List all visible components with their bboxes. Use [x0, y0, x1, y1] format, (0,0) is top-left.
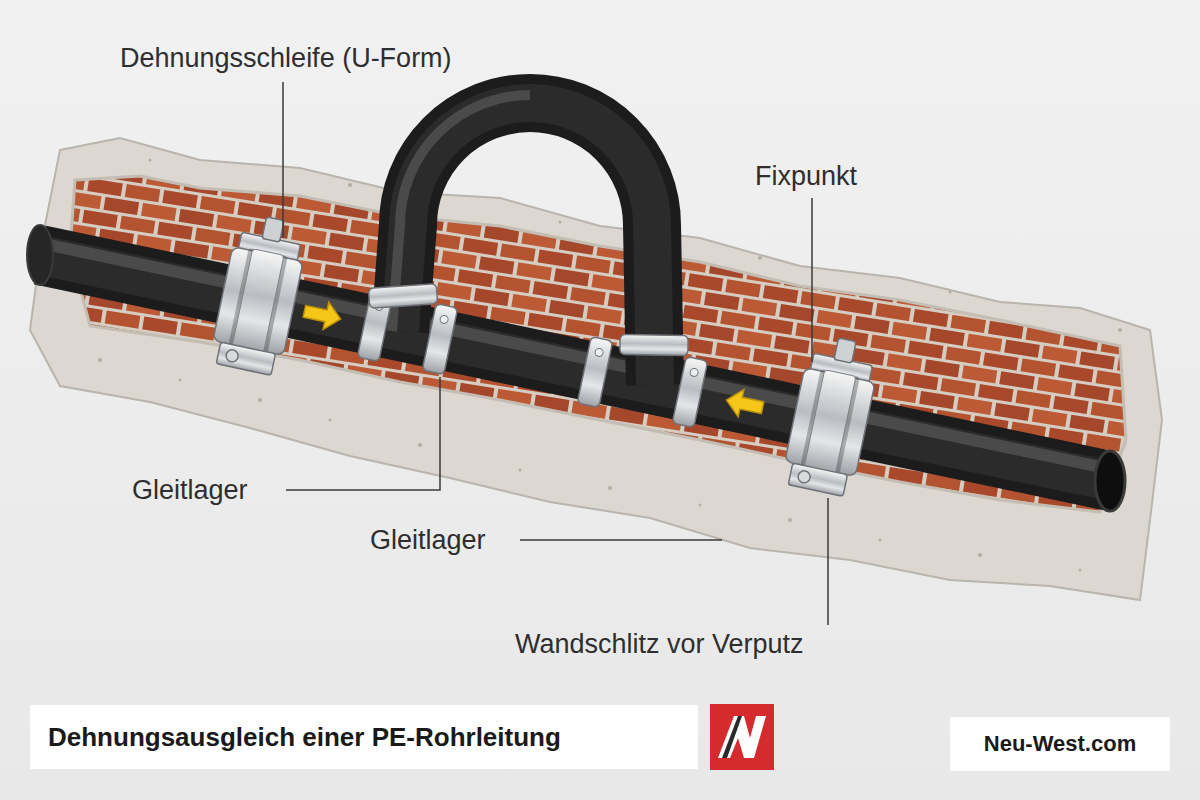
pipe-coupling — [577, 336, 613, 407]
expansion-loop — [392, 95, 655, 385]
pipe-end — [27, 225, 53, 285]
callout-label: Gleitlager — [370, 524, 486, 556]
callout-label: Fixpunkt — [755, 160, 857, 192]
loop-band — [368, 284, 437, 309]
callout-label: Gleitlager — [132, 474, 248, 506]
leader-line — [282, 82, 284, 238]
expansion-arrow — [301, 298, 343, 333]
expansion-arrow — [724, 386, 766, 421]
slide-ring — [422, 303, 458, 374]
fixed-point-clamp — [780, 332, 882, 498]
pe-pipe — [40, 243, 1110, 481]
slide-ring — [672, 356, 708, 427]
pipe-clamp — [208, 211, 310, 377]
leader-line — [827, 498, 829, 625]
brand-box: Neu-West.com — [950, 717, 1170, 771]
loop-band — [620, 334, 688, 355]
leader-line — [811, 198, 813, 362]
logo-slash — [722, 716, 742, 758]
brand-text: Neu-West.com — [984, 731, 1136, 757]
pipe-opening — [1095, 451, 1125, 511]
leader-line — [286, 377, 440, 490]
callout-label: Dehnungsschleife (U-Form) — [120, 42, 452, 74]
wall-plaster — [30, 138, 1162, 600]
title-box: Dehnungsausgleich einer PE-Rohrleitung — [30, 705, 698, 769]
leader-line — [520, 539, 722, 541]
leader-lines — [283, 82, 828, 625]
logo-mark — [718, 716, 766, 758]
diagram-title: Dehnungsausgleich einer PE-Rohrleitung — [48, 722, 561, 753]
logo-square — [710, 704, 774, 770]
callout-label: Wandschlitz vor Verputz — [515, 628, 804, 660]
